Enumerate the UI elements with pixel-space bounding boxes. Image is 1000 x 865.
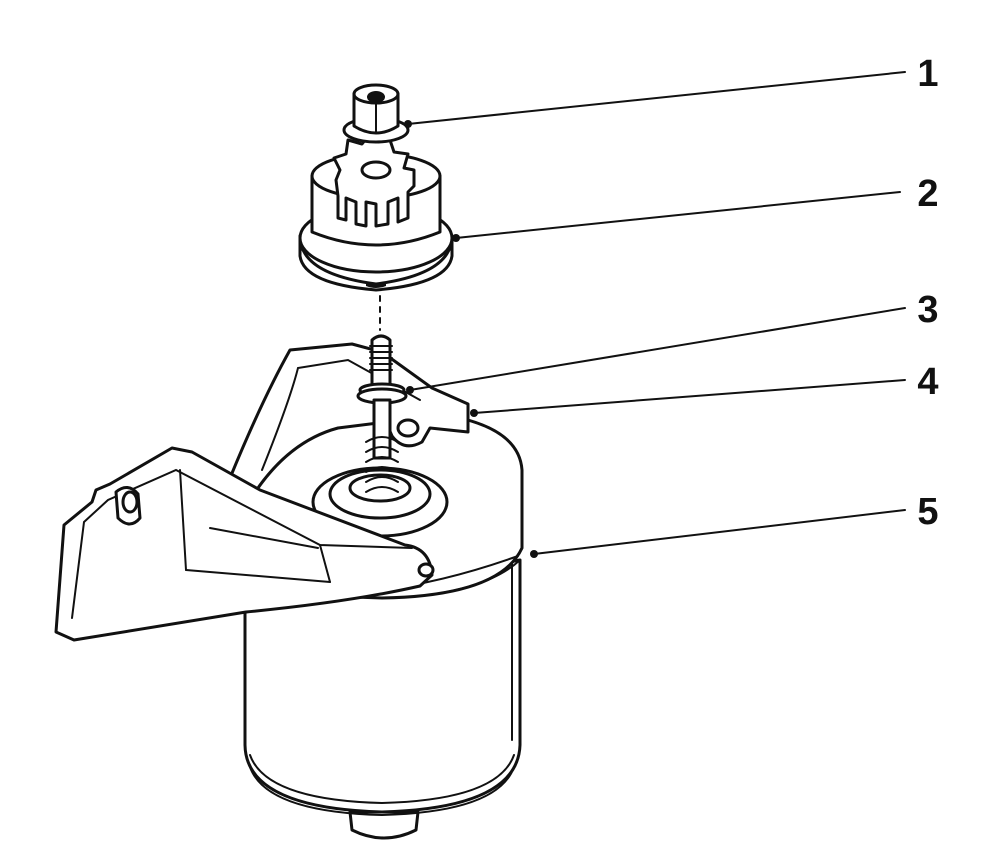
mounting-bracket [54,342,470,642]
callout-3: 3 [917,289,938,331]
drive-shaft-assembly [356,295,408,493]
nut-washer [342,83,410,144]
pinion-gear [298,132,454,292]
callout-5: 5 [917,491,938,533]
callout-2: 2 [917,173,938,215]
motor-housing [234,408,524,840]
leader-line-3 [409,307,906,391]
callout-4: 4 [917,361,938,403]
callout-1: 1 [917,53,938,95]
leader-line-2 [455,191,901,239]
leader-line-1 [407,71,906,125]
leader-line-5 [533,509,906,555]
leader-lines [404,71,906,558]
leader-line-4 [473,379,906,414]
